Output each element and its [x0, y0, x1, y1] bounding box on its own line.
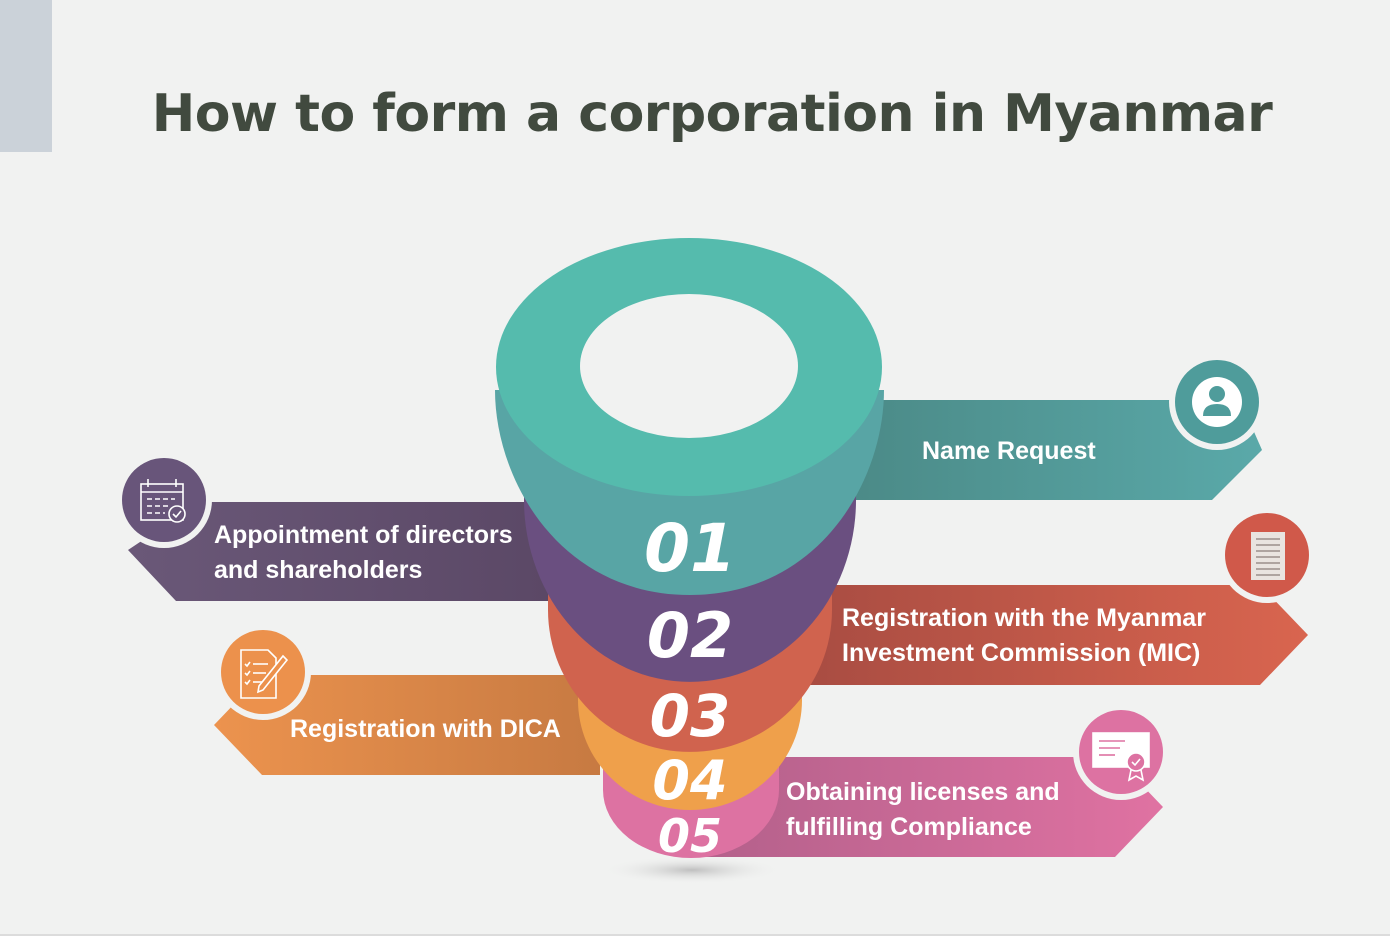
banner-step-01 [850, 400, 1262, 500]
step-02-label-line2: and shareholders [214, 556, 422, 584]
step-04-number: 04 [652, 749, 727, 812]
checklist-pen-icon [240, 649, 289, 699]
step-01-number: 01 [644, 510, 736, 587]
badge-step-01 [1169, 354, 1265, 450]
funnel-layer-01: 01 [495, 238, 884, 595]
step-05-number: 05 [658, 809, 722, 863]
step-04-label: Registration with DICA [290, 715, 561, 743]
badge-step-02 [116, 452, 212, 548]
banner-step-02 [128, 502, 550, 601]
badge-step-03 [1219, 507, 1315, 603]
bottom-divider [0, 934, 1390, 936]
step-05-label-line2: fulfilling Compliance [786, 813, 1032, 841]
step-labels: Name Request Appointment of directors an… [214, 437, 1206, 841]
step-05-label-line1: Obtaining licenses and [786, 778, 1060, 806]
calendar-check-icon [140, 479, 186, 523]
step-03-number: 03 [650, 682, 731, 750]
step-02-label-line1: Appointment of directors [214, 521, 513, 549]
user-icon [1192, 377, 1242, 427]
document-icon [1251, 532, 1285, 580]
funnel-shadow [602, 856, 782, 884]
banner-step-04 [214, 675, 600, 775]
step-03-label-line2: Investment Commission (MIC) [842, 639, 1200, 667]
step-03-label-line1: Registration with the Myanmar [842, 604, 1206, 632]
funnel-opening [580, 294, 798, 438]
step-01-label: Name Request [922, 437, 1096, 465]
banner-step-05 [690, 757, 1163, 857]
certificate-icon [1092, 732, 1150, 782]
corner-block [0, 0, 52, 152]
banner-step-03 [800, 585, 1308, 685]
badge-step-04 [215, 624, 311, 720]
page-title: How to form a corporation in Myanmar [151, 84, 1273, 144]
badge-step-05 [1073, 704, 1169, 800]
step-02-number: 02 [647, 599, 733, 672]
